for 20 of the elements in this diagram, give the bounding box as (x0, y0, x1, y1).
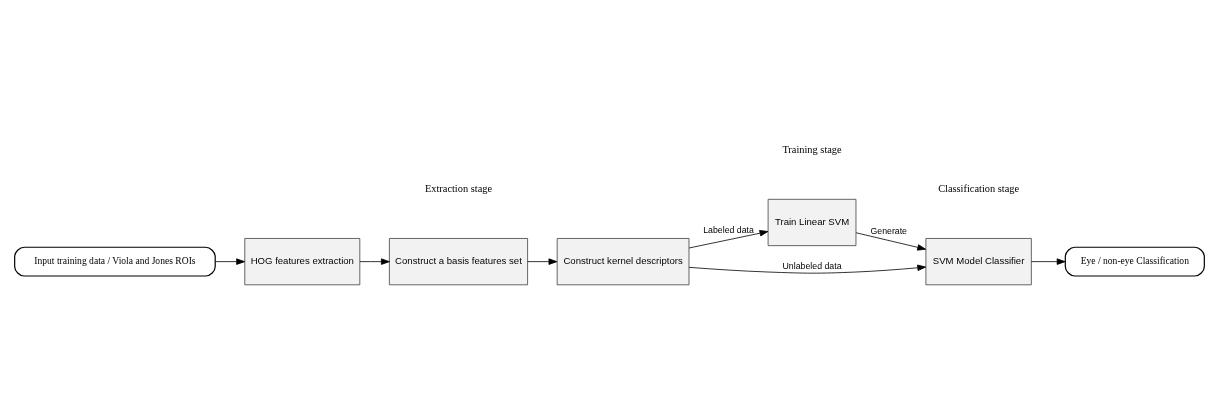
arrow (688, 229, 769, 248)
node-box: Input training data / Viola and Jones ROIs (14, 246, 216, 277)
node-box: SVM Model Classifier (925, 237, 1032, 285)
arrow (688, 264, 927, 274)
label: Extraction stage (424, 182, 493, 194)
node-box: Eye / non-eye Classification (1064, 246, 1205, 277)
node-box: Construct kernel descriptors (556, 237, 690, 285)
node-box: Train Linear SVM (767, 198, 857, 246)
arrow (855, 231, 927, 251)
arrow (1031, 257, 1066, 265)
label: Classification stage (938, 182, 1020, 194)
arrow (359, 257, 390, 265)
node-box: HOG features extraction (244, 237, 361, 285)
edge-label: Generate (870, 225, 908, 236)
edge-label: Labeled data (703, 224, 754, 235)
arrow (527, 257, 558, 265)
arrow (215, 257, 245, 265)
node-box: Construct a basis features set (389, 237, 528, 285)
edge-label: Unlabeled data (782, 260, 842, 271)
label: Training stage (782, 143, 842, 155)
